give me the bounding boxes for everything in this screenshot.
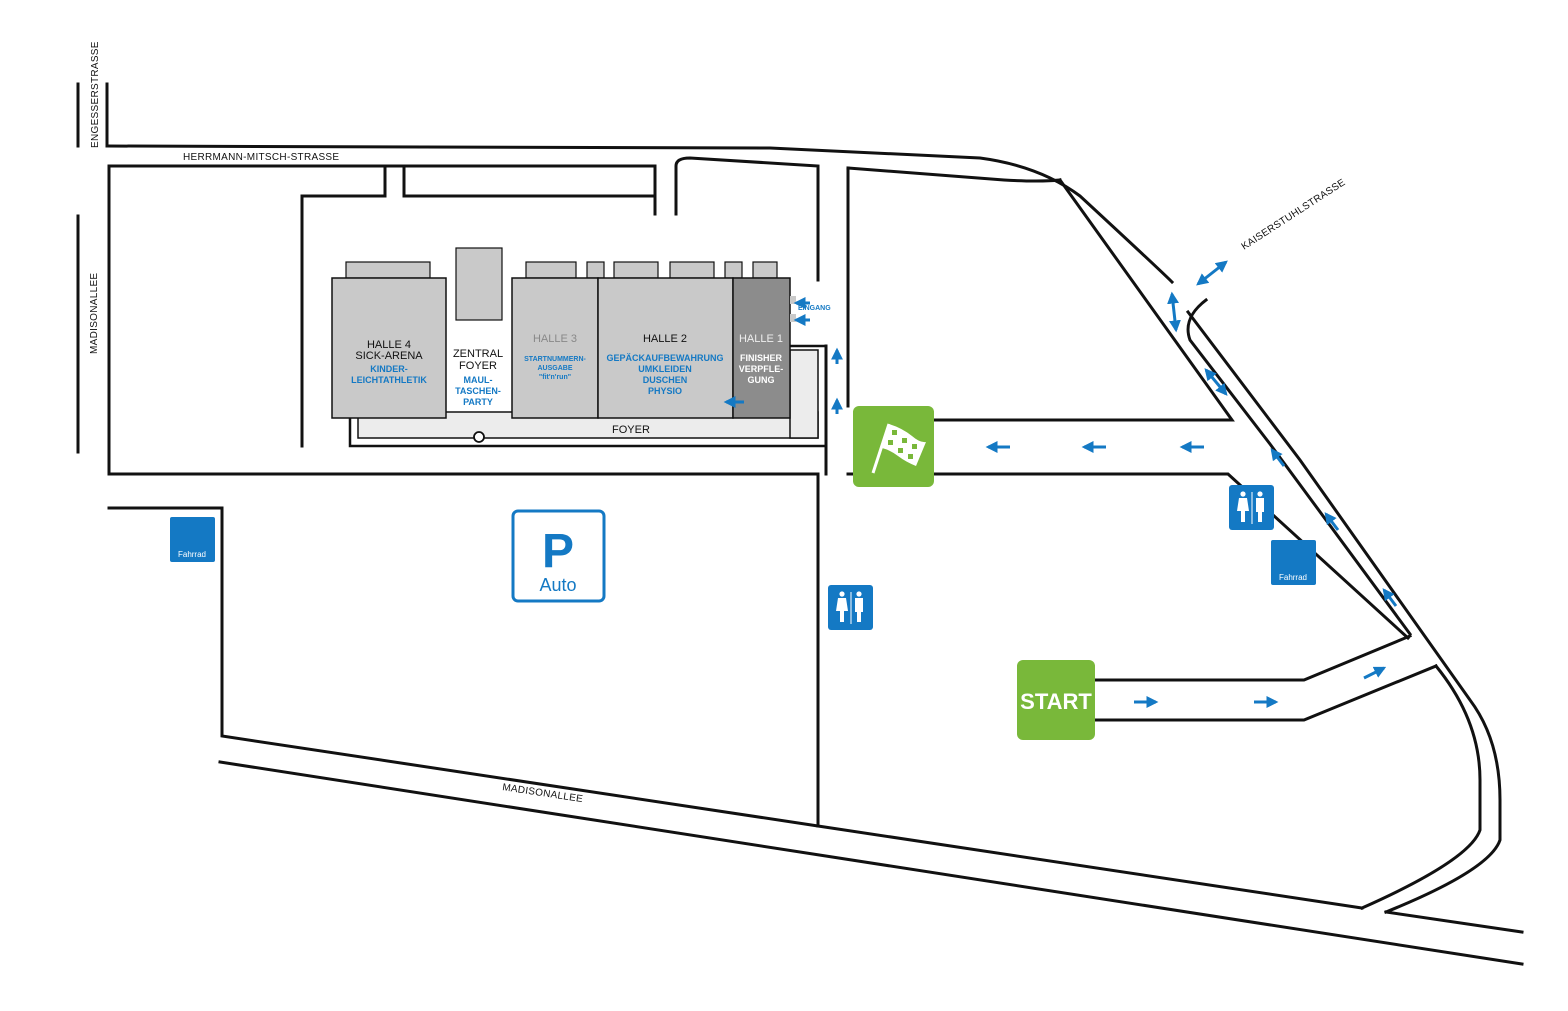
bicycle-parking-icon: Fahrrad: [170, 517, 215, 562]
halle2-sub-2: UMKLEIDEN: [638, 364, 692, 374]
halle3-sub-2: AUSGABE: [537, 365, 572, 372]
direction-arrow-icon: [1324, 512, 1340, 531]
parking-outline: [107, 506, 1364, 910]
halle2-annex-1: [613, 261, 659, 279]
foyer-label: FOYER: [612, 424, 650, 436]
halle1-sub-2: VERPFLE-: [739, 364, 784, 374]
finish-road-north-edge: [932, 177, 1235, 422]
finish-flag-icon: [871, 423, 926, 474]
direction-arrow-icon: [1363, 666, 1387, 680]
halle3-building: [511, 277, 599, 419]
start-box: [1017, 660, 1095, 740]
start-marker: START: [1017, 660, 1095, 740]
foyer-outer-outline: [348, 344, 828, 448]
direction-arrow-icon: [1270, 448, 1286, 467]
fahrrad-label-east: Fahrrad: [1279, 573, 1307, 582]
foyer-entrance-circle: [473, 431, 485, 443]
start-lane-south-edge: [1092, 664, 1438, 722]
direction-arrows: [723, 260, 1398, 708]
lot-northeast-edge: [674, 156, 820, 282]
car-parking-icon: P Auto: [511, 509, 606, 603]
street-label-kaiserstuhl: KAISERSTUHLSTRASSE: [1240, 177, 1348, 252]
zentral-title-1: ZENTRAL: [453, 348, 503, 360]
halle2-title: HALLE 2: [643, 333, 687, 345]
halle3-title: HALLE 3: [533, 333, 577, 345]
start-lane-north-edge: [1092, 634, 1412, 682]
street-label-engesser: ENGESSERSTRASSE: [90, 41, 101, 148]
halle2-sub-1: GEPÄCKAUFBEWAHRUNG: [607, 353, 724, 363]
finish-road-south-edge: [846, 472, 1411, 641]
zentral-foyer-tower: [455, 247, 503, 321]
halle1-sub-1: FINISHER: [740, 353, 783, 363]
halle1-annex: [752, 261, 778, 279]
road-network: [76, 82, 1524, 966]
finish-marker: [853, 406, 934, 487]
halle4-sub-1: KINDER-: [370, 364, 408, 374]
halle2-annex-2: [669, 261, 715, 279]
halle3-sub-3: "fit'n'run": [539, 374, 571, 381]
halle2-sub-4: PHYSIO: [648, 386, 682, 396]
direction-arrow-icon: [1382, 588, 1398, 607]
halle4-sub-2: LEICHTATHLETIK: [351, 375, 427, 385]
eingang-door-1: [790, 296, 796, 304]
kaiserstuhl-road-outer-edge: [1186, 297, 1413, 637]
zentral-title-2: FOYER: [459, 360, 497, 372]
two-way-arrow-icon: [1204, 368, 1228, 396]
parking-sub: Auto: [539, 575, 576, 595]
zentral-sub-1: MAUL-: [464, 375, 493, 385]
halle2-annex-3: [724, 261, 743, 279]
toilet-icon: [1229, 485, 1274, 530]
eingang-label: EINGANG: [798, 305, 831, 312]
halle1-title: HALLE 1: [739, 333, 783, 345]
kaiserstuhl-east-inner-edge: [1360, 663, 1482, 910]
halle3-annex-small: [586, 261, 605, 279]
madison-east-road-edge: [1384, 910, 1524, 934]
lot-west-south-edge: [107, 164, 820, 476]
zentral-sub-3: PARTY: [463, 397, 493, 407]
two-way-arrow-icon: [1167, 291, 1181, 333]
foyer-east-wing: [789, 349, 819, 439]
fahrrad-label-west: Fahrrad: [178, 550, 206, 559]
two-way-arrow-icon: [1196, 260, 1228, 286]
start-label: START: [1020, 689, 1092, 714]
halle4-annex: [345, 261, 431, 279]
halle4-title-1: HALLE 4: [367, 339, 411, 351]
lot-north-middle-edge: [107, 164, 657, 198]
halle2-building: [597, 277, 734, 419]
halle1-building: [732, 277, 791, 419]
building-complex: FOYER HALLE 4 SICK-ARENA KINDER- LEICHTA…: [331, 247, 831, 448]
herrmann-road-north-edge: [105, 144, 1175, 285]
halle4-building: [331, 277, 447, 419]
bicycle-parking-icon: Fahrrad: [1271, 540, 1316, 585]
kaiserstuhl-east-edge: [1185, 309, 1502, 914]
halle3-annex: [525, 261, 577, 279]
toilet-icon: [828, 585, 873, 630]
eingang-door-2: [790, 314, 796, 322]
street-label-herrmann: HERRMANN-MITSCH-STRASSE: [183, 152, 339, 163]
halle2-sub-3: DUSCHEN: [643, 375, 688, 385]
parking-letter: P: [542, 525, 574, 578]
zentral-sub-2: TASCHEN-: [455, 386, 501, 396]
madison-south-road-edge: [218, 760, 1524, 966]
halle1-sub-3: GUNG: [748, 375, 775, 385]
kaiserstuhl-inner: [846, 166, 1062, 183]
street-label-madison-west: MADISONALLEE: [89, 273, 100, 354]
halle4-title-2: SICK-ARENA: [355, 350, 423, 362]
halle3-sub-1: STARTNUMMERN-: [524, 356, 586, 363]
